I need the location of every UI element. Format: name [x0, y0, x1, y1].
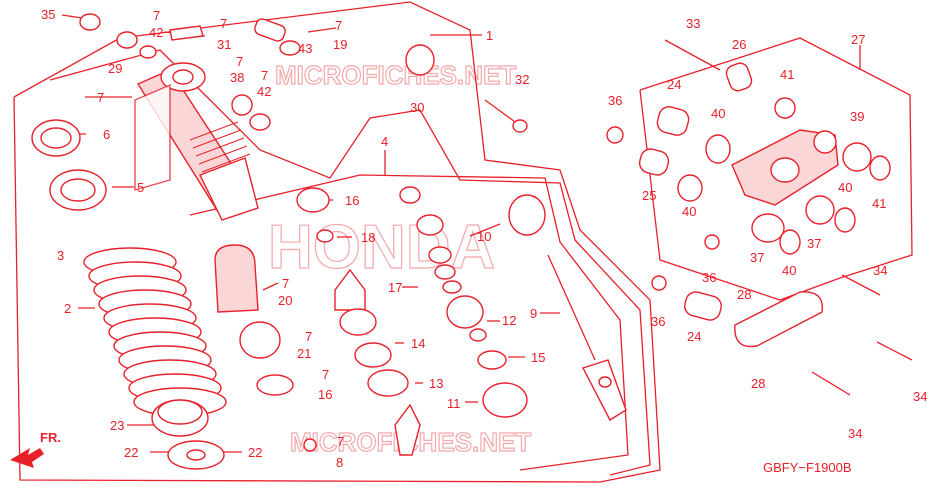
site-watermark-top: MICROFICHES.NET — [275, 60, 516, 90]
callout-26: 26 — [732, 37, 746, 52]
damper-kit-outline — [189, 174, 629, 471]
callout-36: 36 — [651, 314, 665, 329]
callout-20: 20 — [278, 293, 292, 308]
callout-36: 36 — [702, 270, 716, 285]
callout-33: 33 — [686, 16, 700, 31]
assembly-outline — [13, 1, 661, 483]
callout-22: 22 — [124, 445, 138, 460]
small-parts — [79, 13, 528, 452]
stopper-plate-22 — [167, 440, 225, 470]
callout-37: 37 — [807, 236, 821, 251]
lock-ring-6 — [31, 119, 81, 157]
callout-41: 41 — [780, 67, 794, 82]
callout-34: 34 — [913, 389, 927, 404]
callout-7: 7 — [261, 68, 268, 83]
callout-16: 16 — [345, 193, 359, 208]
callout-11: 11 — [447, 396, 461, 411]
callout-30: 30 — [410, 100, 424, 115]
callout-15: 15 — [531, 350, 545, 365]
callout-34: 34 — [848, 426, 862, 441]
callout-31: 31 — [217, 37, 231, 52]
brand-watermark: HONDA — [268, 213, 495, 282]
shock-absorber — [134, 62, 259, 221]
callout-39: 39 — [850, 109, 864, 124]
callout-25: 25 — [642, 188, 656, 203]
front-direction-arrow: FR. — [10, 430, 61, 468]
callout-7: 7 — [322, 367, 329, 382]
callout-19: 19 — [333, 37, 347, 52]
callout-16: 16 — [318, 387, 332, 402]
callout-9: 9 — [530, 306, 537, 321]
callout-34: 34 — [873, 263, 887, 278]
callout-28: 28 — [751, 376, 765, 391]
callout-28: 28 — [737, 287, 751, 302]
shock-body-outline — [49, 49, 651, 476]
callout-2: 2 — [64, 301, 71, 316]
callout-7: 7 — [282, 276, 289, 291]
callout-7: 7 — [305, 329, 312, 344]
callout-8: 8 — [336, 455, 343, 470]
spring-seat-23 — [151, 399, 209, 437]
callout-7: 7 — [153, 8, 160, 23]
callout-32: 32 — [515, 72, 529, 87]
linkage-parts — [606, 39, 913, 396]
front-label: FR. — [40, 430, 61, 445]
callout-36: 36 — [608, 93, 622, 108]
callout-18: 18 — [361, 230, 375, 245]
callout-35: 35 — [41, 7, 55, 22]
callout-29: 29 — [108, 61, 122, 76]
callout-10: 10 — [477, 229, 491, 244]
callout-40: 40 — [838, 180, 852, 195]
callout-38: 38 — [230, 70, 244, 85]
callout-7: 7 — [236, 54, 243, 69]
callout-23: 23 — [110, 418, 124, 433]
spring-2 — [83, 247, 227, 417]
callout-24: 24 — [687, 329, 701, 344]
callout-7: 7 — [337, 434, 344, 449]
lock-nut-5 — [49, 169, 107, 211]
callout-1: 1 — [486, 28, 493, 43]
callout-40: 40 — [711, 106, 725, 121]
callout-14: 14 — [411, 336, 425, 351]
callout-6: 6 — [103, 127, 110, 142]
callout-7: 7 — [220, 16, 227, 31]
callout-40: 40 — [682, 204, 696, 219]
callout-21: 21 — [297, 346, 311, 361]
callout-7: 7 — [335, 18, 342, 33]
callout-22: 22 — [248, 445, 262, 460]
callout-labels: 35 29 7 42 7 31 7 43 19 1 27 33 26 7 38 … — [41, 7, 927, 470]
callout-41: 41 — [872, 196, 886, 211]
callout-13: 13 — [429, 376, 443, 391]
callout-40: 40 — [782, 263, 796, 278]
diagram-code: GBFY−F1900B — [763, 460, 852, 475]
callout-42: 42 — [257, 84, 271, 99]
linkage-outline — [639, 37, 913, 301]
callout-43: 43 — [298, 41, 312, 56]
callout-27: 27 — [851, 32, 865, 47]
damper-kit-parts — [316, 186, 627, 456]
callout-4: 4 — [381, 134, 388, 149]
callout-7: 7 — [97, 90, 104, 105]
callout-37: 37 — [750, 250, 764, 265]
callout-24: 24 — [667, 77, 681, 92]
callout-42: 42 — [149, 25, 163, 40]
callout-5: 5 — [137, 180, 144, 195]
callout-3: 3 — [57, 248, 64, 263]
callout-17: 17 — [388, 280, 402, 295]
callout-12: 12 — [502, 313, 516, 328]
